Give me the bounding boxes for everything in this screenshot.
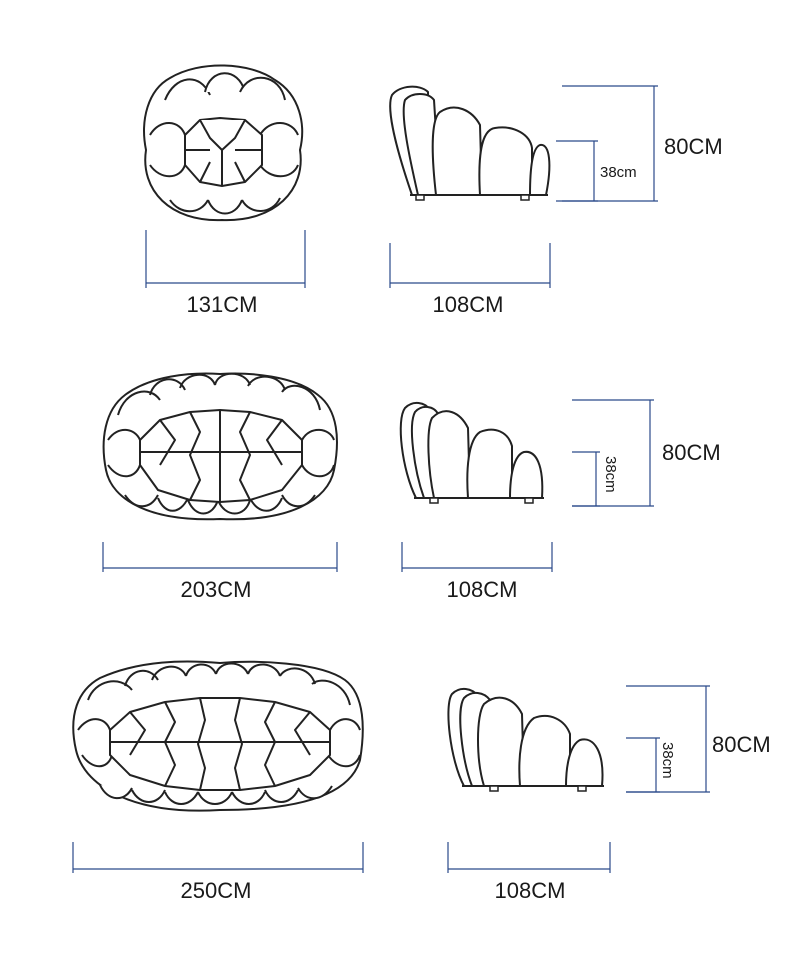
dimension-lines-row1 — [145, 85, 658, 288]
dimension-lines-row2 — [102, 399, 654, 572]
row1-height-label: 80CM — [664, 134, 723, 159]
row2-seat-height-label: 38cm — [602, 456, 619, 493]
row1-depth-label: 108CM — [432, 292, 504, 317]
row2-height-label: 80CM — [662, 440, 721, 465]
row3-width-label: 250CM — [180, 878, 252, 903]
top-view-loveseat — [102, 372, 338, 521]
row1-width-label: 131CM — [186, 292, 258, 317]
dimension-lines-row3 — [72, 685, 710, 873]
top-view-three-seater — [72, 660, 364, 812]
top-view-single-sofa — [143, 64, 304, 222]
side-view-three-seater — [447, 688, 604, 792]
row3-height-label: 80CM — [712, 732, 771, 757]
side-view-loveseat — [399, 402, 544, 504]
row3-seat-height-label: 38cm — [659, 742, 676, 779]
side-view-single-sofa — [389, 85, 551, 201]
row2-depth-label: 108CM — [446, 577, 518, 602]
row2-width-label: 203CM — [180, 577, 252, 602]
row1-seat-height-label: 38cm — [600, 164, 637, 181]
row3-depth-label: 108CM — [494, 878, 566, 903]
